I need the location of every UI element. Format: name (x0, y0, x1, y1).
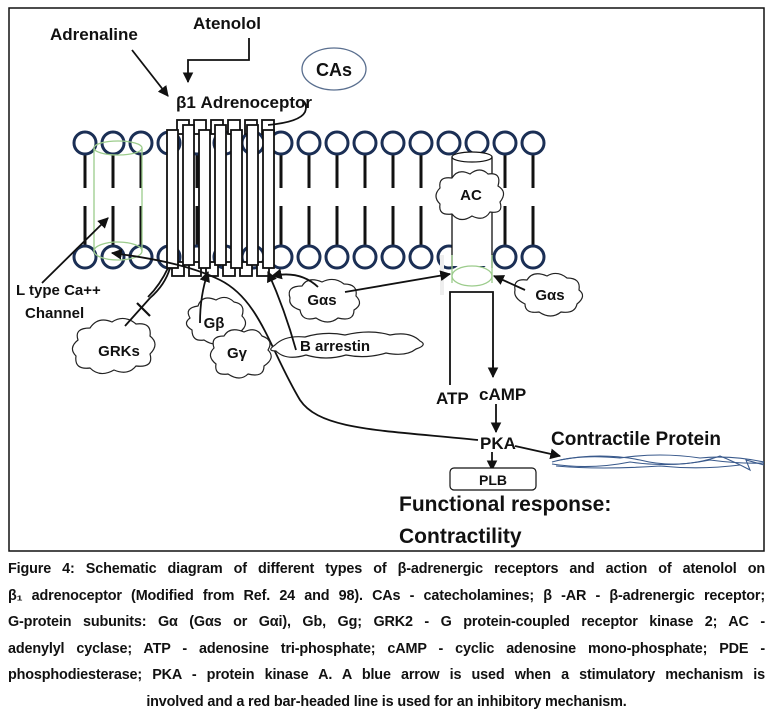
lipid-head (380, 244, 406, 270)
beta1-adrenoceptor-label: β1 Adrenoceptor (176, 93, 312, 112)
lipid-head (100, 130, 126, 156)
lipid-head (128, 130, 154, 156)
g-gamma-cloud: Gγ (209, 329, 272, 379)
g-beta-arrow (199, 270, 210, 324)
l-type-channel-arrow (41, 217, 109, 284)
lipid-head (492, 244, 518, 270)
g-alpha-s-right-cloud: Gαs (514, 272, 584, 317)
g-alpha-s-left-label: Gαs (307, 292, 336, 309)
receptor-helix (182, 124, 195, 266)
lipid-head (380, 130, 406, 156)
caption-line: adenylyl cyclase; ATP - adenosine tri-ph… (8, 640, 765, 657)
lipid-head (436, 130, 462, 156)
adrenaline-arrow (131, 49, 169, 97)
lipid-head (408, 130, 434, 156)
receptor-helix (166, 129, 179, 269)
caption-line: β₁ adrenoceptor (Modified from Ref. 24 a… (8, 587, 765, 604)
l-type-channel-label-line1: L type Ca++ (16, 282, 101, 299)
grks-inhibition-line (124, 267, 171, 327)
atp-label: ATP (436, 389, 469, 408)
lipid-head (324, 244, 350, 270)
lipid-head (408, 244, 434, 270)
contractile-protein-fiber (551, 454, 765, 472)
b-arrestin-label: B arrestin (300, 338, 370, 355)
pka-to-channel-curve (110, 248, 479, 441)
lipid-head (296, 130, 322, 156)
lipid-head (324, 130, 350, 156)
pka-label: PKA (480, 434, 516, 453)
receptor-schematic-diagram: AC Adrenaline Atenolol CAs β1 Adrenocept… (8, 7, 765, 552)
receptor-helix (246, 124, 259, 266)
plb-box (449, 467, 537, 491)
lipid-head (352, 244, 378, 270)
lipid-head (492, 130, 518, 156)
b-arrestin-to-receptor-arrow (267, 271, 297, 351)
cas-circle (301, 47, 367, 91)
beta1-receptor-helices (166, 119, 275, 277)
cas-label: CAs (316, 60, 352, 80)
lipid-head (100, 244, 126, 270)
grks-inhibition-bar (136, 302, 151, 317)
camp-label: cAMP (479, 385, 526, 404)
contractility-label: Contractility (399, 525, 522, 548)
atenolol-label: Atenolol (193, 14, 261, 33)
receptor-tail-loop (267, 99, 307, 126)
b-arrestin-cloud: B arrestin (270, 331, 424, 359)
lipid-head (72, 130, 98, 156)
ac-cloud: AC (435, 169, 505, 221)
g-beta-label: Gβ (204, 315, 225, 332)
atenolol-arrow (182, 38, 250, 84)
caption-line: G-protein subunits: Gα (Gαs or Gαi), Gb,… (8, 614, 765, 630)
lipid-head (520, 130, 546, 156)
l-type-calcium-channel (93, 140, 143, 261)
lipid-head (296, 244, 322, 270)
caption-line: phosphodiesterase; PKA - protein kinase … (8, 667, 765, 683)
grks-to-receptor-curve (147, 267, 169, 298)
contractile-protein-label: Contractile Protein (551, 429, 721, 450)
caption-line: Figure 4: Schematic diagram of different… (8, 561, 765, 577)
gas-right-to-ac-arrow (493, 275, 526, 291)
grks-cloud: GRKs (71, 317, 156, 375)
receptor-helix (230, 129, 243, 269)
gas-to-receptor-arrow (270, 268, 319, 288)
receptor-helix (198, 129, 211, 269)
gas-to-ac-arrow (344, 270, 452, 293)
lipid-head (72, 244, 98, 270)
lipid-head (464, 130, 490, 156)
figure-caption: Figure 4: Schematic diagram of different… (8, 556, 765, 715)
plb-label: PLB (479, 472, 507, 488)
grks-label: GRKs (98, 343, 140, 360)
adrenaline-label: Adrenaline (50, 25, 138, 44)
receptor-helix (214, 124, 227, 266)
caption-line: involved and a red bar-headed line is us… (146, 693, 627, 710)
g-alpha-s-right-label: Gαs (535, 287, 564, 304)
figure-frame (8, 7, 765, 552)
pka-to-contractile-arrow (514, 445, 562, 460)
l-type-channel-label-line2: Channel (25, 305, 84, 322)
functional-response-label: Functional response: (399, 493, 611, 516)
lipid-head (352, 130, 378, 156)
g-gamma-label: Gγ (227, 345, 248, 362)
receptor-helix (262, 129, 275, 269)
ac-label: AC (460, 187, 482, 204)
lipid-head (520, 244, 546, 270)
atp-to-camp-conversion (449, 291, 499, 385)
g-alpha-s-left-cloud: Gαs (288, 278, 361, 323)
